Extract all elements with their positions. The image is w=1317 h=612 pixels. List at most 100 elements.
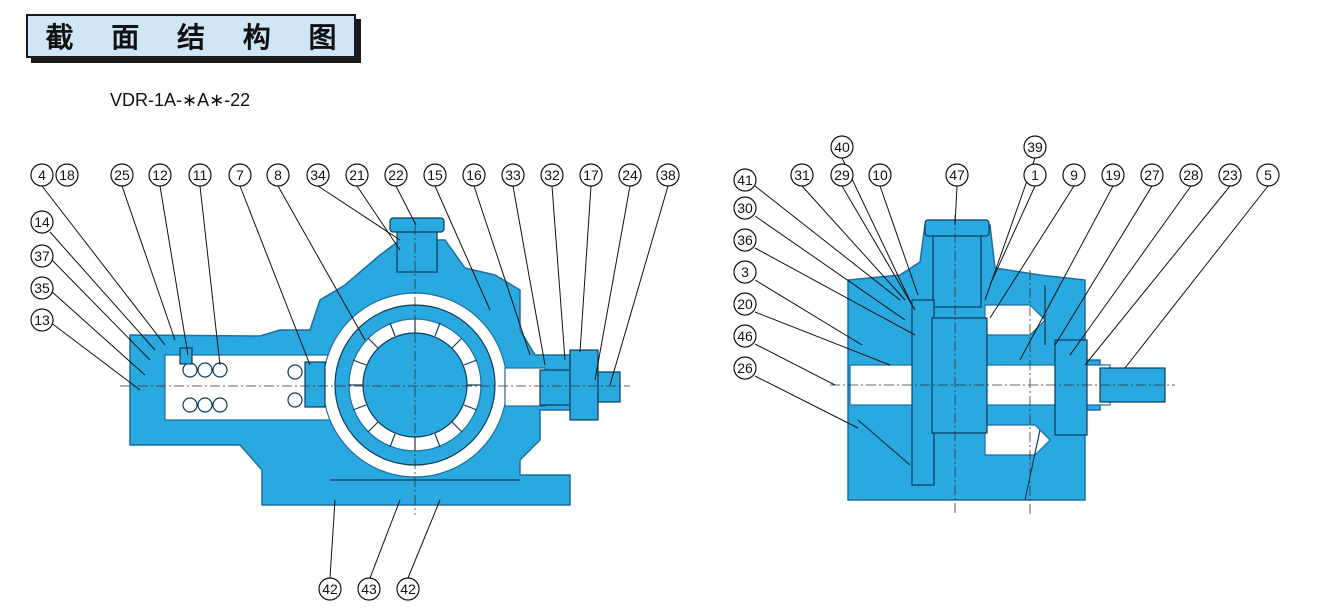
svg-text:10: 10 [872, 167, 888, 183]
callout-16: 16 [462, 163, 486, 187]
callout-9: 9 [1062, 163, 1086, 187]
callout-35: 35 [30, 276, 54, 300]
right-top-callouts-row2: 31 29 10 47 1 9 19 27 28 23 5 [790, 163, 1280, 187]
svg-text:3: 3 [741, 264, 749, 280]
svg-text:9: 9 [1070, 167, 1078, 183]
svg-text:31: 31 [794, 167, 810, 183]
left-top-callouts: 4 18 25 12 11 7 8 34 21 22 15 16 33 32 1… [30, 163, 680, 187]
callout-11: 11 [188, 163, 212, 187]
callout-36: 36 [733, 228, 757, 252]
svg-text:23: 23 [1222, 167, 1238, 183]
callout-14: 14 [30, 210, 54, 234]
left-side-callouts: 14 37 35 13 [30, 210, 54, 332]
right-side-callouts: 41 30 36 3 20 46 26 [733, 168, 757, 380]
left-pump-section [120, 217, 630, 515]
callout-7: 7 [228, 163, 252, 187]
svg-text:8: 8 [274, 167, 282, 183]
svg-text:34: 34 [310, 167, 326, 183]
callout-1: 1 [1023, 163, 1047, 187]
callout-46: 46 [733, 324, 757, 348]
callout-26: 26 [733, 356, 757, 380]
svg-text:26: 26 [737, 360, 753, 376]
svg-text:40: 40 [834, 139, 850, 155]
callout-15: 15 [423, 163, 447, 187]
svg-text:33: 33 [505, 167, 521, 183]
svg-text:41: 41 [737, 172, 753, 188]
left-leader-lines [41, 185, 669, 579]
svg-text:47: 47 [949, 167, 965, 183]
svg-text:38: 38 [660, 167, 676, 183]
svg-text:30: 30 [737, 200, 753, 216]
callout-30: 30 [733, 196, 757, 220]
svg-text:27: 27 [1144, 167, 1160, 183]
callout-23: 23 [1218, 163, 1242, 187]
svg-text:22: 22 [388, 167, 404, 183]
svg-text:24: 24 [622, 167, 638, 183]
left-bottom-callouts: 42 43 42 [318, 577, 420, 601]
svg-text:7: 7 [236, 167, 244, 183]
callout-3: 3 [733, 260, 757, 284]
svg-text:15: 15 [427, 167, 443, 183]
callout-27: 27 [1140, 163, 1164, 187]
svg-text:4: 4 [38, 167, 46, 183]
callout-32: 32 [540, 163, 564, 187]
model-number: VDR-1A-∗A∗-22 [110, 90, 251, 110]
callout-41: 41 [733, 168, 757, 192]
svg-text:42: 42 [400, 581, 416, 597]
callout-34: 34 [306, 163, 330, 187]
svg-text:13: 13 [34, 312, 50, 328]
callout-38: 38 [656, 163, 680, 187]
callout-25: 25 [110, 163, 134, 187]
callout-42a: 42 [318, 577, 342, 601]
callout-4: 4 [30, 163, 54, 187]
svg-text:29: 29 [834, 167, 850, 183]
svg-text:25: 25 [114, 167, 130, 183]
svg-text:39: 39 [1027, 139, 1043, 155]
callout-40: 40 [830, 135, 854, 159]
svg-text:43: 43 [361, 581, 377, 597]
callout-5: 5 [1256, 163, 1280, 187]
svg-text:18: 18 [59, 167, 75, 183]
rotor-vanes [349, 319, 481, 451]
title-banner: 截 面 结 构 图 [26, 14, 356, 58]
callout-47: 47 [945, 163, 969, 187]
callout-37: 37 [30, 244, 54, 268]
svg-text:32: 32 [544, 167, 560, 183]
svg-text:16: 16 [466, 167, 482, 183]
svg-text:46: 46 [737, 328, 753, 344]
callout-8: 8 [266, 163, 290, 187]
callout-42b: 42 [396, 577, 420, 601]
callout-18: 18 [55, 163, 79, 187]
svg-text:5: 5 [1264, 167, 1272, 183]
callout-24: 24 [618, 163, 642, 187]
svg-text:1: 1 [1031, 167, 1039, 183]
callout-12: 12 [148, 163, 172, 187]
right-leader-lines [754, 157, 1269, 429]
svg-text:36: 36 [737, 232, 753, 248]
svg-text:19: 19 [1105, 167, 1121, 183]
right-top-callouts-row1: 40 39 [830, 135, 1047, 159]
svg-text:17: 17 [583, 167, 599, 183]
page-title: 截 面 结 构 图 [45, 21, 351, 54]
callout-39: 39 [1023, 135, 1047, 159]
svg-text:28: 28 [1183, 167, 1199, 183]
callout-31: 31 [790, 163, 814, 187]
svg-text:37: 37 [34, 248, 50, 264]
svg-text:12: 12 [152, 167, 168, 183]
callout-22: 22 [384, 163, 408, 187]
svg-text:42: 42 [322, 581, 338, 597]
svg-text:35: 35 [34, 280, 50, 296]
callout-28: 28 [1179, 163, 1203, 187]
callout-21: 21 [345, 163, 369, 187]
callout-33: 33 [501, 163, 525, 187]
svg-text:14: 14 [34, 214, 50, 230]
svg-text:21: 21 [349, 167, 365, 183]
callout-13: 13 [30, 308, 54, 332]
callout-17: 17 [579, 163, 603, 187]
right-pump-section [830, 215, 1175, 515]
callout-10: 10 [868, 163, 892, 187]
callout-20: 20 [733, 292, 757, 316]
callout-19: 19 [1101, 163, 1125, 187]
callout-29: 29 [830, 163, 854, 187]
